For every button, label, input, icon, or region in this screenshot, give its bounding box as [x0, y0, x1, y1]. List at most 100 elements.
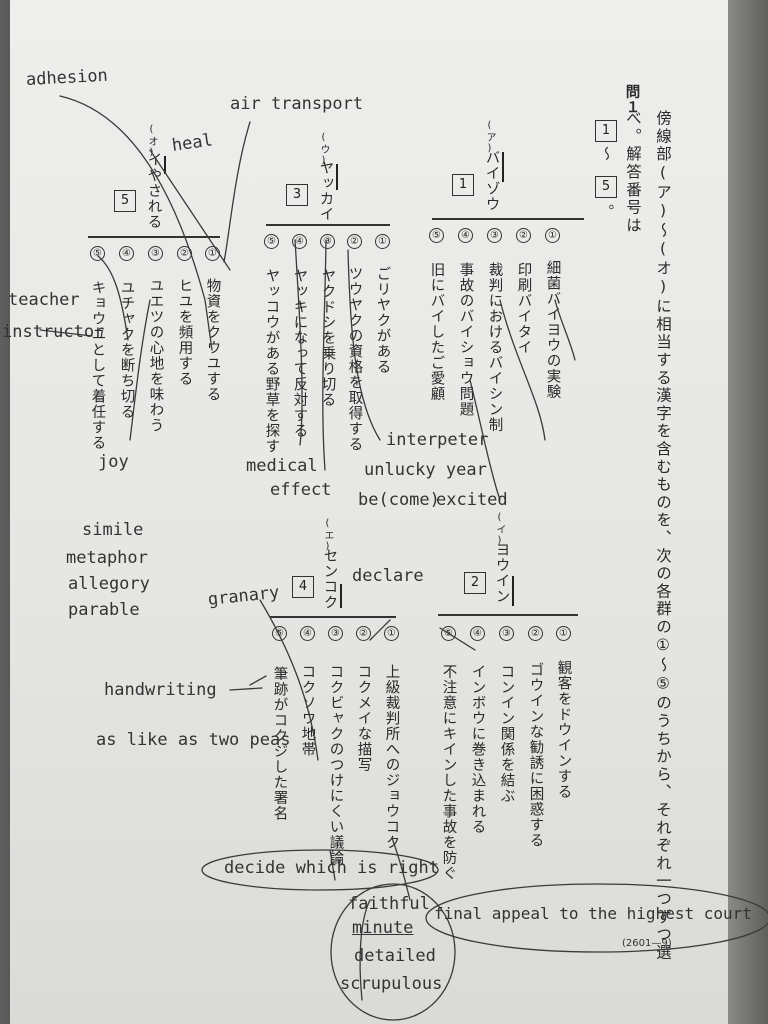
- question-label: 問１: [623, 84, 640, 115]
- group-o-option-3-num: ③: [148, 246, 163, 261]
- group-i-option-4-num: ④: [470, 626, 485, 641]
- group-i-option-5-num: ⑤: [441, 626, 456, 641]
- group-i-option-1-num: ①: [556, 626, 571, 641]
- note-unlucky-year: unlucky year: [364, 460, 487, 480]
- answer-range-end-box: 5: [595, 176, 617, 198]
- group-o-option-5-num: ⑤: [90, 246, 105, 261]
- group-i-option-4-text: インボウに巻き込まれる: [469, 664, 486, 835]
- group-i-marker: (イ): [494, 512, 505, 547]
- group-i-option-5-text: 不注意にキインした事故を防ぐ: [440, 664, 457, 881]
- group-o-underline: [164, 156, 166, 174]
- group-o-option-1-text: 物資をクウユする: [204, 278, 221, 402]
- note-handwriting: handwriting: [104, 680, 217, 700]
- note-final-appeal: final appeal to the highest court: [434, 904, 752, 923]
- group-e-option-1-num: ①: [384, 626, 399, 641]
- group-u-option-5-num: ⑤: [264, 234, 279, 249]
- note-adhesion: adhesion: [25, 65, 109, 90]
- page-code: (2601—9): [622, 938, 672, 949]
- note-metaphor: metaphor: [66, 548, 148, 568]
- group-a-marker: (ア): [484, 120, 495, 155]
- note-become: be(come): [358, 490, 440, 510]
- group-a-option-4-num: ④: [458, 228, 473, 243]
- group-o-answer-box: 5: [114, 190, 136, 212]
- instruction-period: 。: [597, 204, 614, 220]
- group-u-marker: (ウ): [318, 132, 329, 167]
- note-faithful: faithful: [348, 894, 430, 914]
- group-e-word: センコク: [321, 548, 338, 610]
- note-medical: medical: [246, 456, 318, 476]
- group-i-option-2-text: ゴウインな勧誘に困惑する: [527, 662, 544, 848]
- group-u-option-3-num: ③: [320, 234, 335, 249]
- question-instruction: 傍線部(ア)〜(オ)に相当する漢字を含むものを、次の各群の①〜⑤のうちから、それ…: [624, 110, 672, 962]
- group-e-marker: (エ): [322, 518, 333, 553]
- note-minute: minute: [352, 918, 414, 938]
- group-u-option-2-text: ツウヤクの資格を取得する: [346, 266, 363, 452]
- note-effect: effect: [270, 480, 332, 500]
- group-u-option-2-num: ②: [347, 234, 362, 249]
- group-u-underline: [336, 164, 338, 190]
- group-i-option-3-text: コンイン関係を結ぶ: [498, 664, 515, 804]
- group-u-rule: [266, 224, 390, 226]
- group-u-option-4-num: ④: [292, 234, 307, 249]
- group-o-option-2-text: ヒユを頻用する: [176, 278, 193, 387]
- group-o-option-4-num: ④: [119, 246, 134, 261]
- group-o-option-2-num: ②: [177, 246, 192, 261]
- group-a-option-2-text: 印刷バイタイ: [515, 262, 532, 355]
- group-o-word: イやされる: [145, 152, 162, 230]
- group-a-rule: [432, 218, 584, 220]
- group-a-option-2-num: ②: [516, 228, 531, 243]
- note-detailed: detailed: [354, 946, 436, 966]
- group-e-answer-box: 4: [292, 576, 314, 598]
- group-a-option-5-num: ⑤: [429, 228, 444, 243]
- page-edge: [728, 0, 768, 1024]
- group-o-option-3-text: ユエツの心地を味わう: [147, 278, 164, 433]
- note-decide: decide which is right: [224, 858, 439, 878]
- group-i-answer-box: 2: [464, 572, 486, 594]
- answer-range-start-box: 1: [595, 120, 617, 142]
- group-e-option-4-num: ④: [300, 626, 315, 641]
- note-declare: declare: [352, 566, 424, 586]
- note-excited: excited: [436, 490, 508, 510]
- group-e-option-2-num: ②: [356, 626, 371, 641]
- group-u-option-1-num: ①: [375, 234, 390, 249]
- group-i-option-1-text: 観客をドウインする: [555, 660, 572, 800]
- group-e-option-1-text: 上級裁判所へのジョウコク: [383, 664, 400, 850]
- note-joy: joy: [98, 452, 129, 472]
- group-e-underline: [340, 584, 342, 608]
- group-u-option-5-text: ヤッコウがある野草を探す: [263, 268, 280, 454]
- group-e-option-3-text: コクビャクのつけにくい議論: [327, 664, 344, 866]
- group-u-option-1-text: ごリヤクがある: [374, 266, 391, 375]
- group-a-underline: [502, 152, 504, 182]
- group-a-option-1-num: ①: [545, 228, 560, 243]
- answer-range-separator: 〜: [597, 146, 614, 162]
- group-u-word: ヤッカイ: [317, 160, 334, 222]
- group-a-option-4-text: 事故のバイショウ問題: [457, 262, 474, 417]
- note-scrupulous: scrupulous: [340, 974, 443, 994]
- group-o-rule: [88, 236, 220, 238]
- group-i-underline: [512, 576, 514, 606]
- group-u-answer-box: 3: [286, 184, 308, 206]
- note-parable: parable: [68, 600, 140, 620]
- group-a-option-3-text: 裁判におけるバイシン制: [486, 262, 503, 433]
- note-simile: simile: [82, 520, 144, 540]
- group-a-word: バイゾウ: [483, 150, 500, 212]
- note-allegory: allegory: [68, 574, 150, 594]
- group-e-option-4-text: コクソウ地帯: [299, 664, 316, 757]
- group-o-option-1-num: ①: [205, 246, 220, 261]
- note-air-transport: air transport: [230, 94, 364, 114]
- group-o-option-4-text: ユチャクを断ち切る: [118, 280, 135, 420]
- note-interpreter: interpeter: [386, 430, 489, 450]
- group-a-option-1-text: 細菌バイヨウの実験: [544, 260, 561, 400]
- group-e-option-5-num: ⑤: [272, 626, 287, 641]
- group-e-rule: [270, 616, 396, 618]
- group-o-option-5-text: キョウユとして着任する: [89, 280, 106, 451]
- group-e-option-2-text: コクメイな描写: [355, 664, 372, 773]
- group-a-option-5-text: 旧にバイしたご愛顧: [428, 262, 445, 402]
- note-instructor: instructor: [2, 322, 105, 342]
- group-u-option-4-text: ヤッキになって反対する: [291, 268, 308, 439]
- note-teacher: teacher: [8, 290, 80, 310]
- group-i-option-3-num: ③: [499, 626, 514, 641]
- group-i-option-2-num: ②: [528, 626, 543, 641]
- group-a-option-3-num: ③: [487, 228, 502, 243]
- group-i-word: ヨウイン: [493, 542, 510, 604]
